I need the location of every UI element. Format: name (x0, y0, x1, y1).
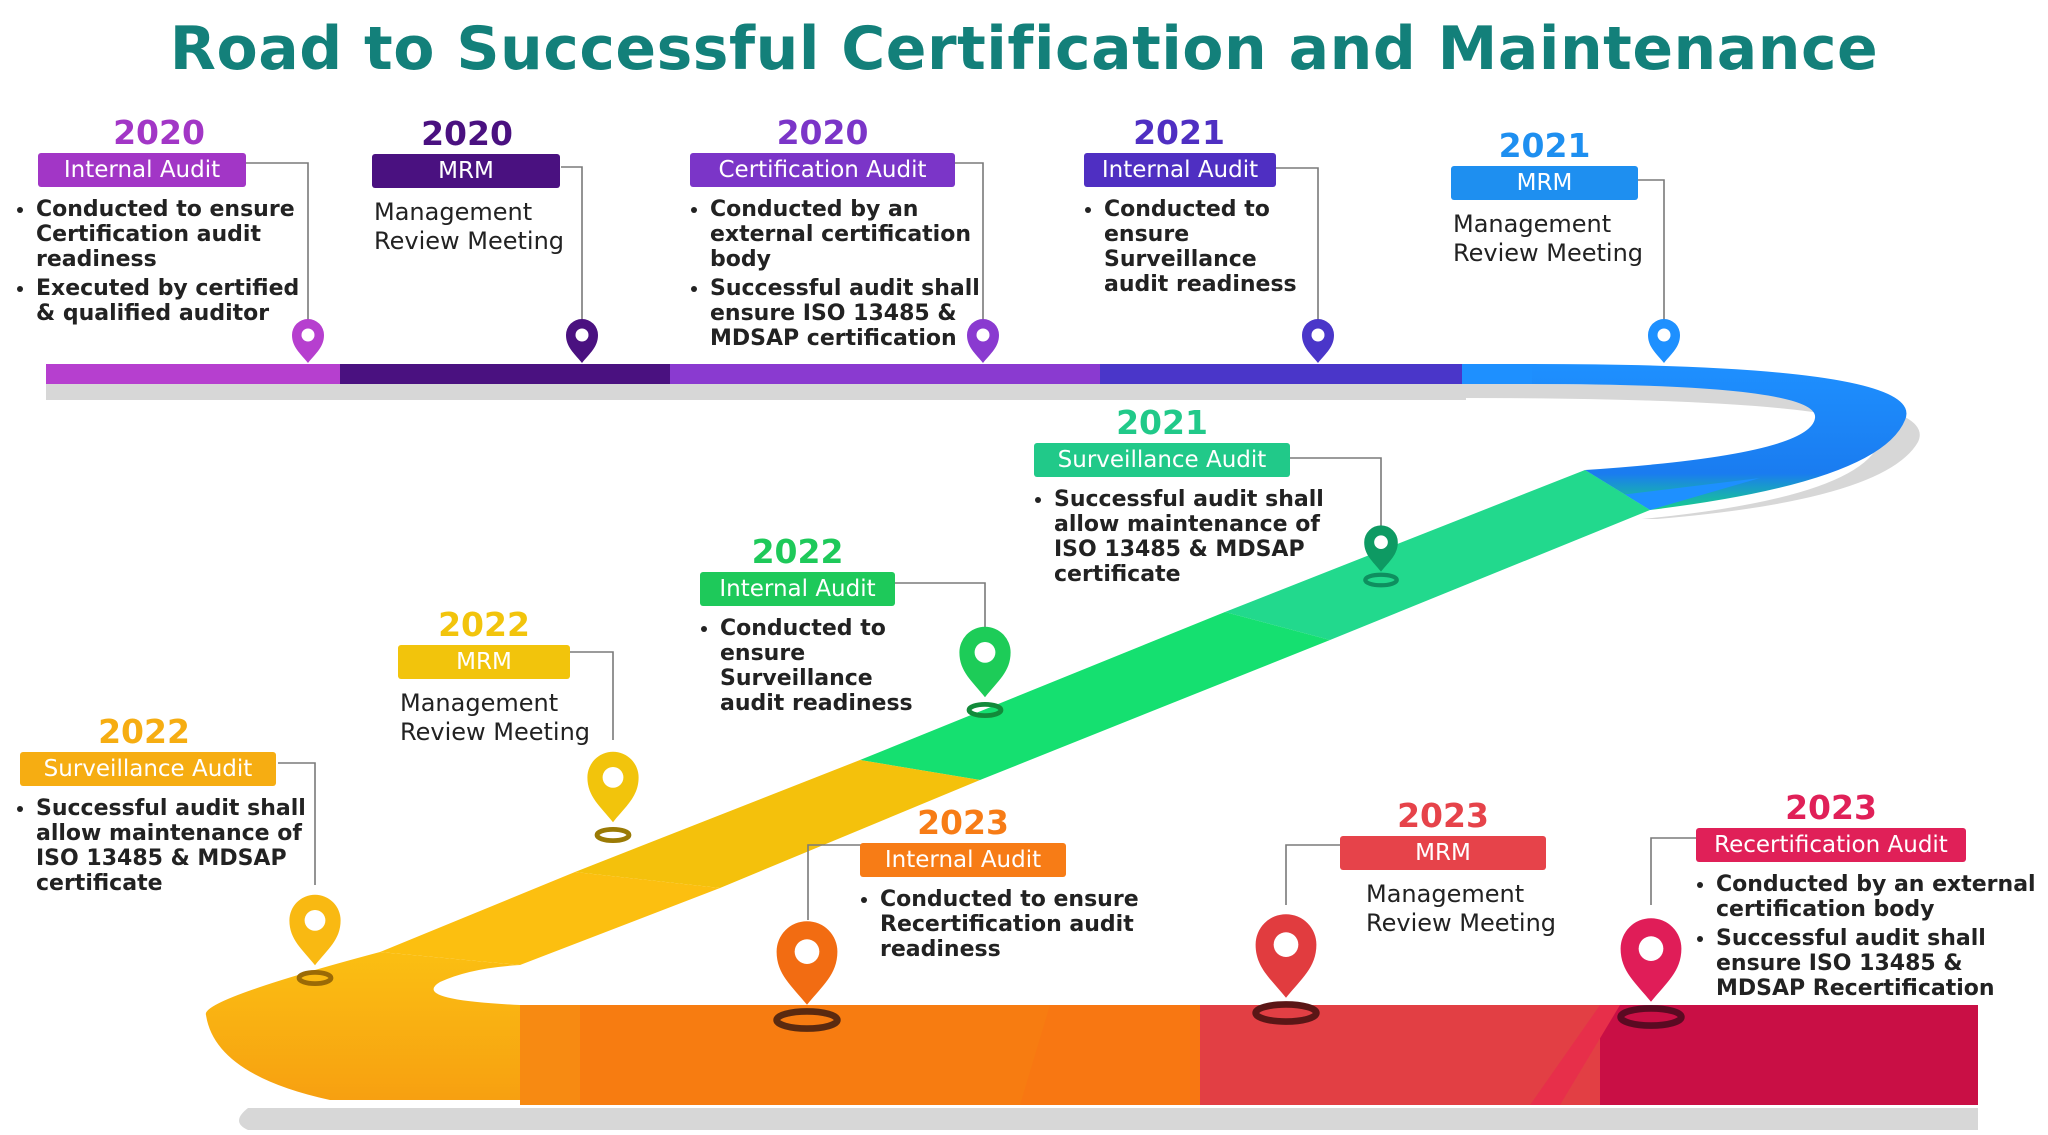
page-title: Road to Successful Certification and Mai… (169, 14, 1879, 84)
milestone-bullet: Conducted to ensure Surveillance audit r… (1104, 197, 1314, 297)
road-right-curve (1532, 364, 1907, 510)
milestone-2021-internal-audit: 2021 Internal Audit Conducted to ensure … (1084, 113, 1324, 301)
road-left-curve (205, 952, 580, 1100)
milestone-label: Certification Audit (690, 153, 955, 187)
pin-2022-internal-audit (959, 626, 1011, 719)
milestone-description: Management Review Meeting (1451, 210, 1681, 268)
milestone-2021-mrm: 2021 MRM Management Review Meeting (1451, 126, 1681, 268)
milestone-label: Internal Audit (860, 843, 1066, 877)
road-diagonal (380, 470, 1760, 965)
milestone-year: 2023 (917, 803, 1009, 842)
milestone-2020-mrm: 2020 MRM Management Review Meeting (372, 114, 592, 256)
road-shadow (46, 384, 1978, 1130)
milestone-year: 2023 (1785, 788, 1877, 827)
pin-2023-internal-audit (773, 921, 841, 1032)
milestone-bullet: Conducted to ensure Certification audit … (36, 197, 316, 272)
milestone-2020-certification-audit: 2020 Certification Audit Conducted by an… (690, 113, 990, 355)
leader-lines (246, 162, 1700, 920)
milestone-description: Successful audit shall allow maintenance… (16, 796, 316, 896)
milestone-2023-internal-audit: 2023 Internal Audit Conducted to ensure … (860, 803, 1160, 966)
pin-2020-mrm (566, 319, 598, 363)
milestone-description: Management Review Meeting (398, 689, 628, 747)
milestone-year: 2022 (98, 712, 190, 751)
milestone-2023-mrm: 2023 MRM Management Review Meeting (1340, 796, 1570, 938)
milestone-description: Conducted to ensure Surveillance audit r… (700, 616, 940, 716)
milestone-2020-internal-audit: 2020 Internal Audit Conducted to ensure … (16, 113, 316, 330)
milestone-year: 2023 (1397, 796, 1489, 835)
pin-2020-certification-audit (967, 319, 999, 363)
milestone-label: Recertification Audit (1696, 828, 1966, 862)
milestone-label: MRM (1340, 836, 1546, 870)
milestone-description: Conducted to ensure Recertification audi… (860, 887, 1160, 962)
milestone-text: Management Review Meeting (374, 198, 565, 255)
milestone-bullet: Conducted by an external certification b… (710, 197, 990, 272)
milestone-bullet: Successful audit shall allow maintenance… (36, 796, 316, 896)
pin-2023-mrm (1252, 914, 1320, 1025)
milestone-year: 2021 (1116, 403, 1208, 442)
pin-2021-surveillance-audit (1363, 525, 1399, 588)
milestone-bullet: Successful audit shall ensure ISO 13485 … (1716, 926, 2036, 1001)
milestone-text: Management Review Meeting (1366, 880, 1557, 937)
milestone-description: Successful audit shall allow maintenance… (1034, 487, 1334, 587)
milestone-2023-recertification-audit: 2023 Recertification Audit Conducted by … (1696, 788, 2036, 1005)
milestone-year: 2020 (421, 114, 513, 153)
milestone-label: Internal Audit (700, 572, 895, 606)
milestone-year: 2022 (751, 532, 844, 571)
milestone-description: Conducted to ensure Certification audit … (16, 197, 316, 326)
milestone-text: Management Review Meeting (1453, 210, 1644, 267)
milestone-description: Management Review Meeting (1364, 880, 1570, 938)
milestone-year: 2022 (438, 605, 530, 644)
road-bottom (520, 1005, 1978, 1105)
milestone-bullet: Successful audit shall allow maintenance… (1054, 487, 1334, 587)
pin-2022-mrm (587, 751, 639, 844)
milestone-label: Surveillance Audit (1034, 443, 1290, 477)
milestone-description: Management Review Meeting (372, 198, 592, 256)
pin-2021-mrm (1648, 319, 1680, 363)
milestone-2021-surveillance-audit: 2021 Surveillance Audit Successful audit… (1034, 403, 1334, 591)
pin-2020-internal-audit (292, 319, 324, 363)
milestone-year: 2021 (1133, 113, 1225, 152)
milestone-label: MRM (1451, 166, 1638, 200)
milestone-description: Conducted by an external certification b… (1696, 872, 2036, 1001)
milestone-year: 2020 (113, 113, 205, 152)
pins (289, 319, 1685, 1032)
milestone-bullet: Conducted to ensure Surveillance audit r… (720, 616, 940, 716)
milestone-2022-surveillance-audit: 2022 Surveillance Audit Successful audit… (16, 712, 316, 900)
milestone-2022-internal-audit: 2022 Internal Audit Conducted to ensure … (700, 532, 940, 720)
pin-2023-recertification-audit (1617, 918, 1685, 1029)
milestone-label: MRM (372, 154, 560, 188)
milestone-description: Conducted by an external certification b… (690, 197, 990, 351)
pin-2022-surveillance-audit (289, 894, 341, 987)
milestone-description: Conducted to ensure Surveillance audit r… (1084, 197, 1314, 297)
milestone-label: MRM (398, 645, 570, 679)
milestone-2022-mrm: 2022 MRM Management Review Meeting (398, 605, 628, 747)
road-top (46, 364, 1532, 384)
milestone-year: 2020 (776, 113, 869, 152)
milestone-bullet: Executed by certified & qualified audito… (36, 276, 316, 326)
milestone-bullet: Successful audit shall ensure ISO 13485 … (710, 276, 990, 351)
milestone-bullet: Conducted by an external certification b… (1716, 872, 2036, 922)
milestone-text: Management Review Meeting (400, 689, 591, 746)
milestone-label: Internal Audit (38, 153, 246, 187)
milestone-year: 2021 (1498, 126, 1591, 165)
pin-2021-internal-audit (1302, 319, 1334, 363)
milestone-label: Internal Audit (1084, 153, 1276, 187)
milestone-label: Surveillance Audit (20, 752, 276, 786)
milestone-bullet: Conducted to ensure Recertification audi… (880, 887, 1160, 962)
